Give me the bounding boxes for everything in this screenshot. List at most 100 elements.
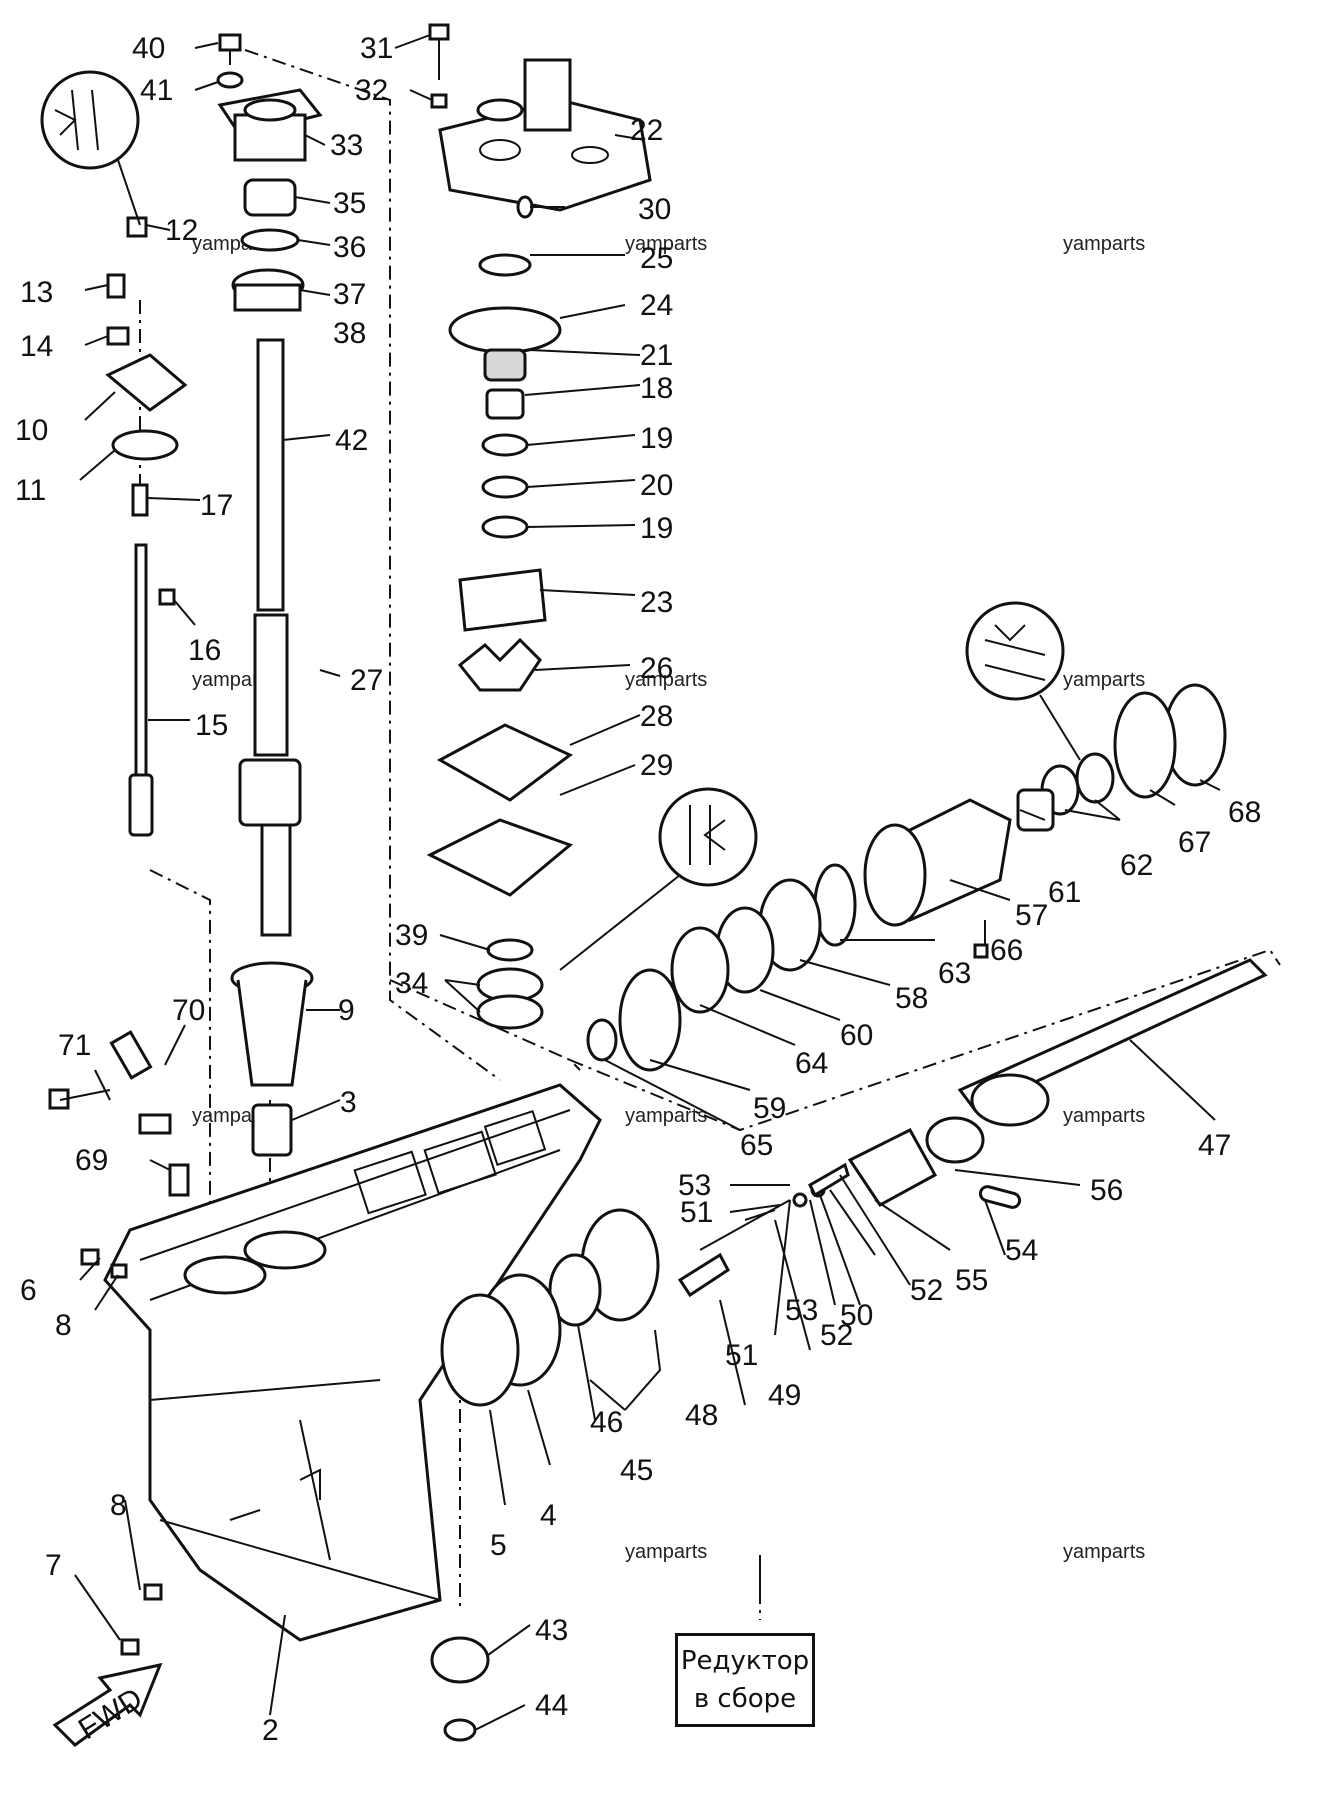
part-number: 49 <box>768 1379 801 1412</box>
part-number-labels: 40 41 31 32 33 22 35 30 12 36 25 13 37 2… <box>15 32 1261 1747</box>
part-number: 42 <box>335 424 368 457</box>
part-number: 17 <box>200 489 233 522</box>
part-number: 70 <box>172 994 205 1027</box>
part-number: 48 <box>685 1399 718 1432</box>
part-number: 11 <box>15 474 46 507</box>
detail-insets <box>40 70 1081 971</box>
part-number: 8 <box>55 1309 72 1342</box>
part-number: 35 <box>333 187 366 220</box>
oil-seal-housing <box>217 88 323 312</box>
shift-rod-assembly <box>105 216 188 837</box>
part-number: 57 <box>1015 899 1048 932</box>
part-number: 23 <box>640 586 673 619</box>
part-number: 62 <box>1120 849 1153 882</box>
part-number: 13 <box>20 276 53 309</box>
part-number: 52 <box>910 1274 943 1307</box>
part-number: 24 <box>640 289 673 322</box>
part-number: 29 <box>640 749 673 782</box>
part-number: 8 <box>110 1489 127 1522</box>
part-number: 12 <box>165 214 198 247</box>
part-number: 40 <box>132 32 165 65</box>
part-number: 59 <box>753 1092 786 1125</box>
part-number: 3 <box>340 1086 357 1119</box>
part-number: 53 <box>785 1294 818 1327</box>
assembly-label-line2: в сборе <box>693 1684 797 1714</box>
part-number: 50 <box>840 1299 873 1332</box>
part-number: 19 <box>640 512 673 545</box>
part-number: 28 <box>640 700 673 733</box>
part-number: 34 <box>395 967 428 1000</box>
part-number: 52 <box>820 1319 853 1352</box>
watermark-text: yamparts <box>625 233 707 255</box>
leader-lines <box>74 34 1221 1731</box>
assembly-label-line1: Редуктор <box>680 1646 810 1676</box>
watermark-text: yamparts <box>1063 669 1145 691</box>
drive-shaft <box>238 338 302 937</box>
part-number: 44 <box>535 1689 568 1722</box>
part-number: 38 <box>333 317 366 350</box>
part-number: 37 <box>333 278 366 311</box>
pinion-gear <box>430 1636 490 1742</box>
part-number: 20 <box>640 469 673 502</box>
part-number: 58 <box>895 982 928 1015</box>
part-number: 30 <box>638 193 671 226</box>
part-number: 63 <box>938 957 971 990</box>
part-number: 22 <box>630 114 663 147</box>
part-number: 5 <box>490 1529 507 1562</box>
part-number: 61 <box>1048 876 1081 909</box>
misc-fittings <box>48 1030 190 1656</box>
part-number: 51 <box>725 1339 758 1372</box>
part-number: 18 <box>640 372 673 405</box>
part-number: 6 <box>20 1274 37 1307</box>
part-number: 39 <box>395 919 428 952</box>
part-number: 54 <box>1005 1234 1038 1267</box>
part-number: 60 <box>840 1019 873 1052</box>
part-number: 55 <box>955 1264 988 1297</box>
part-number: 27 <box>350 664 383 697</box>
part-number: 43 <box>535 1614 568 1647</box>
forward-gear-set <box>440 1162 850 1407</box>
pump-parts-stack <box>426 253 573 1030</box>
water-pump-housing <box>438 58 652 212</box>
part-number: 41 <box>140 74 173 107</box>
part-number: 15 <box>195 709 228 742</box>
part-number: 45 <box>620 1454 653 1487</box>
part-number: 46 <box>590 1406 623 1439</box>
gear-case-housing <box>103 1083 602 1642</box>
part-number: 26 <box>640 652 673 685</box>
sleeve-and-bearing <box>230 961 314 1157</box>
part-number: 51 <box>680 1196 713 1229</box>
part-number: 53 <box>678 1169 711 1202</box>
part-number: 19 <box>640 422 673 455</box>
part-number: 21 <box>640 339 673 372</box>
watermark-text: yamparts <box>625 1541 707 1563</box>
gearcase-assembly-label: Редуктор в сборе <box>675 1633 815 1727</box>
part-number: 9 <box>338 994 355 1027</box>
watermark-text: yamparts <box>1063 1105 1145 1127</box>
part-number: 56 <box>1090 1174 1123 1207</box>
watermark-text: yamparts <box>625 1105 707 1127</box>
part-number: 14 <box>20 330 53 363</box>
watermark-text: yamparts <box>1063 1541 1145 1563</box>
part-number: 67 <box>1178 826 1211 859</box>
part-number: 71 <box>58 1029 91 1062</box>
part-number: 7 <box>45 1549 62 1582</box>
part-number: 4 <box>540 1499 557 1532</box>
propeller-shaft-assembly <box>586 683 1268 1209</box>
fwd-arrow-icon: FWD <box>52 1662 163 1747</box>
part-number: 31 <box>360 32 393 65</box>
part-number: 16 <box>188 634 221 667</box>
part-number: 32 <box>355 74 388 107</box>
watermark-text: yamparts <box>625 669 707 691</box>
part-number: 65 <box>740 1129 773 1162</box>
part-number: 68 <box>1228 796 1261 829</box>
part-number: 36 <box>333 231 366 264</box>
part-number: 69 <box>75 1144 108 1177</box>
part-number: 2 <box>262 1714 279 1747</box>
part-number: 10 <box>15 414 48 447</box>
part-number: 66 <box>990 934 1023 967</box>
part-number: 64 <box>795 1047 828 1080</box>
part-number: 47 <box>1198 1129 1231 1162</box>
watermark-text: yamparts <box>1063 233 1145 255</box>
